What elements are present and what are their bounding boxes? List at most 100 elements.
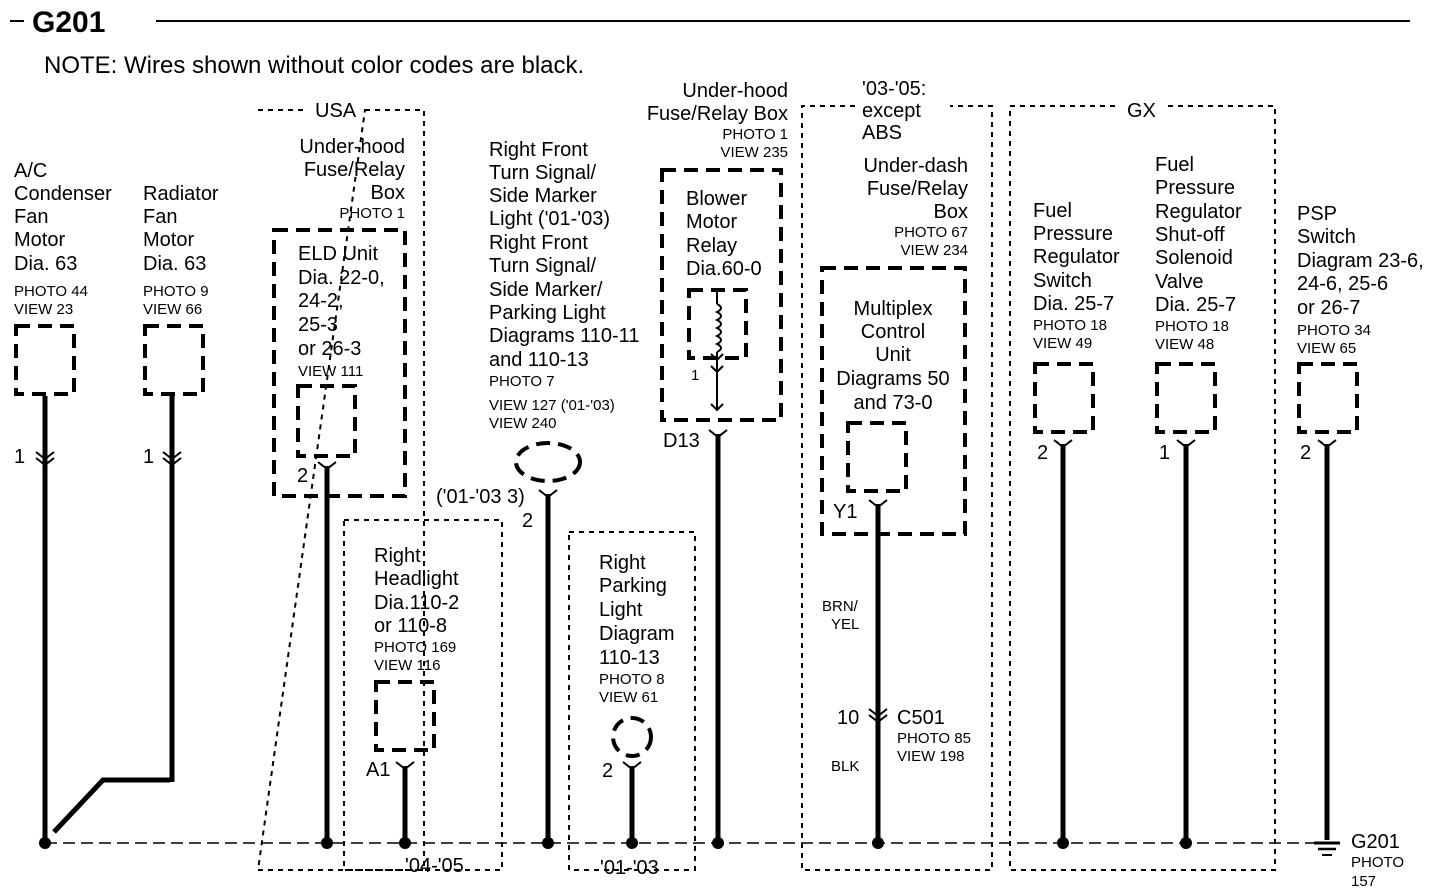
mux-line4: Diagrams 50 bbox=[836, 368, 949, 390]
c501-photo: PHOTO 85 bbox=[897, 730, 971, 747]
ac-fan-line2: Condenser bbox=[14, 183, 112, 205]
fp-valve-connector bbox=[1155, 362, 1217, 434]
right-front-turn-signal: Right Front Turn Signal/ Side Marker Lig… bbox=[436, 139, 639, 849]
uh-box2-view: VIEW 235 bbox=[720, 144, 788, 161]
headlight-line3: Dia.110-2 bbox=[374, 592, 459, 614]
headlight-line2: Headlight bbox=[374, 568, 459, 590]
turn-line2: Turn Signal/ bbox=[489, 162, 597, 184]
psp-connector bbox=[1297, 362, 1359, 434]
headlight-view: VIEW 116 bbox=[374, 657, 440, 674]
note-text: NOTE: Wires shown without color codes ar… bbox=[44, 52, 584, 79]
turn-view2: VIEW 240 bbox=[489, 415, 557, 432]
fp-switch-line5: Dia. 25-7 bbox=[1033, 293, 1114, 315]
ac-fan-line4: Motor bbox=[14, 229, 65, 251]
psp-photo: PHOTO 34 bbox=[1297, 322, 1371, 339]
group-gx-label: GX bbox=[1127, 100, 1156, 122]
ud-box-outline bbox=[820, 266, 967, 536]
turn-photo: PHOTO 7 bbox=[489, 373, 555, 390]
rad-fan-line1: Radiator bbox=[143, 183, 219, 205]
c501-name: C501 bbox=[897, 707, 945, 729]
mux-line1: Multiplex bbox=[854, 298, 933, 320]
eld-line4: 25-3 bbox=[298, 314, 338, 336]
fuel-pressure-regulator-valve: Fuel Pressure Regulator Shut-off Solenoi… bbox=[1155, 154, 1242, 849]
psp-pin: 2 bbox=[1300, 442, 1311, 464]
ground-name: G201 bbox=[1351, 831, 1400, 853]
psp-line4: 24-6, 25-6 bbox=[1297, 273, 1388, 295]
mux-wire-color1: BRN/ bbox=[822, 598, 859, 615]
blower-line2: Motor bbox=[686, 211, 737, 233]
headlight-connector bbox=[374, 680, 436, 752]
rad-fan-line2: Fan bbox=[143, 206, 177, 228]
ac-fan-connector bbox=[14, 324, 76, 396]
ac-fan-pin: 1 bbox=[14, 446, 25, 468]
fp-switch-line3: Regulator bbox=[1033, 246, 1120, 268]
rad-fan-connector bbox=[143, 324, 205, 396]
turn-line5: Right Front bbox=[489, 232, 588, 254]
turn-line7: Side Marker/ bbox=[489, 279, 603, 301]
ground-photo-num: 157 bbox=[1351, 873, 1376, 890]
group-gx bbox=[1009, 105, 1276, 871]
page-title: G201 bbox=[32, 6, 105, 39]
uh-box2-line1: Under-hood bbox=[682, 80, 788, 102]
blower-relay-symbol bbox=[687, 288, 748, 360]
radiator-fan-motor: Radiator Fan Motor Dia. 63 PHOTO 9 VIEW … bbox=[143, 183, 219, 782]
uh-box2-line2: Fuse/Relay Box bbox=[647, 103, 788, 125]
years-01-03-label: '01-'03 bbox=[600, 857, 659, 879]
parking-line5: 110-13 bbox=[599, 647, 660, 669]
ud-box-view: VIEW 234 bbox=[900, 242, 968, 259]
turn-view1: VIEW 127 ('01-'03) bbox=[489, 397, 615, 414]
psp-line2: Switch bbox=[1297, 226, 1356, 248]
ac-fan-line1: A/C bbox=[14, 160, 47, 182]
turn-line1: Right Front bbox=[489, 139, 588, 161]
turn-line4: Light ('01-'03) bbox=[489, 208, 610, 230]
fp-valve-pin: 1 bbox=[1159, 442, 1170, 464]
group-abs-line2: except bbox=[862, 100, 921, 122]
years-04-05-label: '04-'05 bbox=[405, 855, 464, 877]
turn-line6: Turn Signal/ bbox=[489, 255, 597, 277]
fp-valve-photo: PHOTO 18 bbox=[1155, 318, 1229, 335]
eld-line1: ELD Unit bbox=[298, 243, 378, 265]
ac-fan-view: VIEW 23 bbox=[14, 301, 73, 318]
fp-switch-line2: Pressure bbox=[1033, 223, 1113, 245]
rad-fan-view: VIEW 66 bbox=[143, 301, 202, 318]
parking-photo: PHOTO 8 bbox=[599, 671, 665, 688]
ground-photo: PHOTO bbox=[1351, 854, 1404, 871]
turn-line8: Parking Light bbox=[489, 302, 606, 324]
fp-switch-view: VIEW 49 bbox=[1033, 335, 1092, 352]
group-01-03 bbox=[568, 531, 696, 871]
fp-switch-photo: PHOTO 18 bbox=[1033, 317, 1107, 334]
rad-fan-photo: PHOTO 9 bbox=[143, 283, 209, 300]
eld-line2: Dia. 22-0, bbox=[298, 267, 385, 289]
eld-unit: Under-hood Fuse/Relay Box PHOTO 1 ELD Un… bbox=[272, 136, 407, 849]
mux-line3: Unit bbox=[875, 344, 911, 366]
eld-pin: 2 bbox=[297, 465, 308, 487]
rad-fan-line4: Dia. 63 bbox=[143, 253, 206, 275]
blower-motor-relay: Under-hood Fuse/Relay Box PHOTO 1 VIEW 2… bbox=[647, 80, 788, 849]
fp-valve-view: VIEW 48 bbox=[1155, 336, 1214, 353]
blower-line1: Blower bbox=[686, 188, 747, 210]
turn-pin-note: ('01-'03 3) bbox=[436, 486, 525, 508]
blower-pin: 1 bbox=[691, 367, 699, 384]
mux-pin: Y1 bbox=[833, 501, 857, 523]
c501-connector bbox=[868, 708, 888, 724]
fp-valve-line5: Solenoid bbox=[1155, 247, 1233, 269]
uh-box-line3: Box bbox=[371, 182, 405, 204]
mux-wire-color2: YEL bbox=[831, 616, 859, 633]
eld-view: VIEW 111 bbox=[298, 363, 363, 380]
c501-pin: 10 bbox=[837, 707, 859, 729]
blower-line3: Relay bbox=[686, 235, 737, 257]
fp-valve-line6: Valve bbox=[1155, 271, 1204, 293]
headlight-photo: PHOTO 169 bbox=[374, 639, 456, 656]
uh-box-line1: Under-hood bbox=[299, 136, 405, 158]
fp-switch-pin: 2 bbox=[1037, 442, 1048, 464]
eld-connector bbox=[296, 384, 357, 458]
group-abs-line3: ABS bbox=[862, 122, 902, 144]
uh-box-outline bbox=[272, 228, 407, 498]
eld-line5: or 26-3 bbox=[298, 338, 361, 360]
ud-box-photo: PHOTO 67 bbox=[894, 224, 968, 241]
group-abs-line1: '03-'05: bbox=[862, 78, 926, 100]
uh-box-line2: Fuse/Relay bbox=[304, 159, 405, 181]
ac-fan-motor: A/C Condenser Fan Motor Dia. 63 PHOTO 44… bbox=[14, 160, 170, 849]
rad-fan-pin: 1 bbox=[143, 446, 154, 468]
